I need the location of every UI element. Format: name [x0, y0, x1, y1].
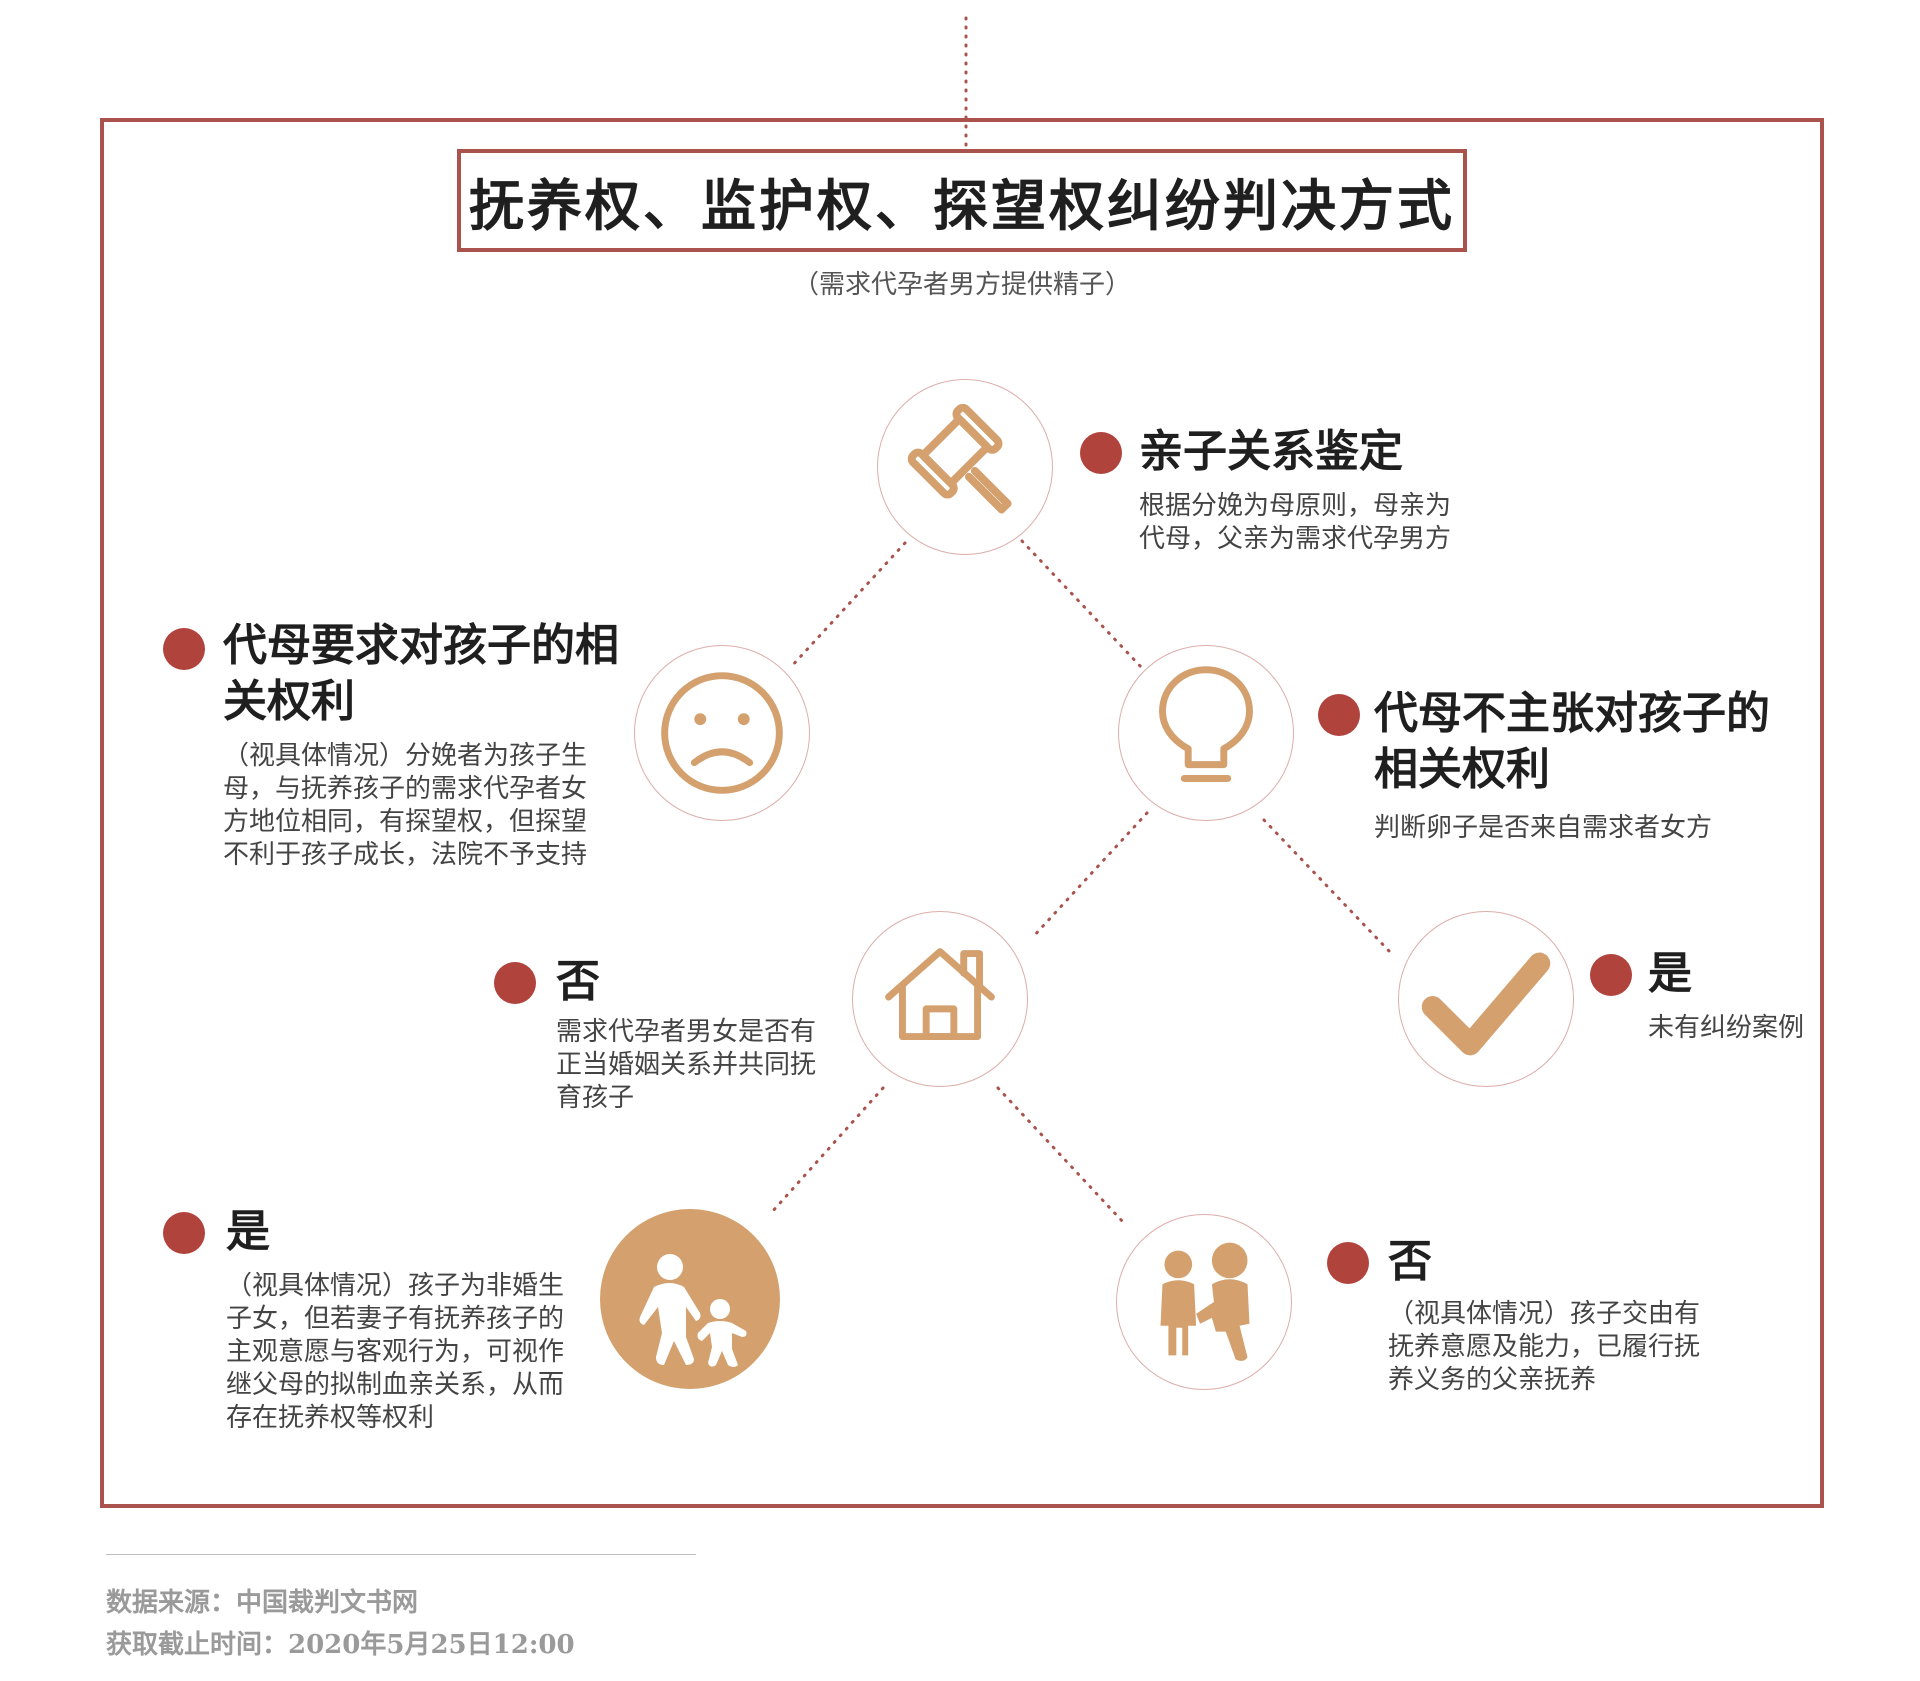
body-paternity: 根据分娩为母原则，母亲为代母，父亲为需求代孕男方 [1139, 491, 1452, 554]
source-divider [106, 1554, 696, 1555]
body-married-no: （视具体情况）孩子交由有抚养意愿及能力，已履行抚养义务的父亲抚养 [1388, 1299, 1701, 1395]
link-house-family [996, 1086, 1125, 1224]
node-surrogate-no-claim [1118, 645, 1294, 821]
subtitle: （需求代孕者男方提供精子） [792, 270, 1131, 300]
body-surrogate-no-claim: 判断卵子是否来自需求者女方 [1374, 813, 1713, 843]
bullet-married-no [1327, 1242, 1369, 1284]
node-paternity [877, 379, 1053, 555]
source-text: 数据来源：中国裁判文书网 [106, 1588, 419, 1618]
link-no-claim-house [1030, 811, 1149, 940]
heading-married-no: 否 [1388, 1236, 1432, 1287]
link-paternity-surrogate-claims [788, 541, 907, 670]
sad-face-icon [661, 672, 783, 794]
checkmark-icon [1421, 952, 1551, 1056]
bullet-paternity [1080, 432, 1122, 474]
parent-child-icon [639, 1254, 747, 1367]
node-egg-yes [1398, 911, 1574, 1087]
body-surrogate-claims: （视具体情况）分娩者为孩子生母，与抚养孩子的需求代孕者女方地位相同，有探望权，但… [223, 741, 588, 870]
link-paternity-no-claim [1020, 539, 1144, 670]
bullet-egg-yes [1590, 954, 1632, 996]
bullet-married-yes [163, 1212, 205, 1254]
heading-surrogate-no-claim: 代母不主张对孩子的相关权利 [1374, 688, 1770, 795]
node-surrogate-claims [634, 645, 810, 821]
heading-egg-yes: 是 [1648, 948, 1692, 999]
body-married-yes: （视具体情况）孩子为非婚生子女，但若妻子有抚养孩子的主观意愿与客观行为，可视作继… [226, 1271, 565, 1433]
link-house-parent-child [770, 1086, 885, 1214]
retrieved-time: 获取截止时间：2020年5月25日12:00 [106, 1630, 575, 1660]
link-no-claim-check [1262, 818, 1392, 954]
house-icon [885, 948, 995, 1041]
page-title: 抚养权、监护权、探望权纠纷判决方式 [468, 172, 1455, 238]
title-box: 抚养权、监护权、探望权纠纷判决方式 [457, 149, 1467, 252]
outer-frame [100, 118, 1824, 1508]
node-egg-no [852, 911, 1028, 1087]
bullet-surrogate-no-claim [1318, 694, 1360, 736]
bullet-egg-no [494, 962, 536, 1004]
gavel-icon [907, 403, 1012, 514]
node-married-yes [600, 1209, 780, 1389]
heading-paternity: 亲子关系鉴定 [1139, 426, 1403, 477]
body-egg-no: 需求代孕者男女是否有正当婚姻关系并共同抚育孩子 [556, 1017, 817, 1113]
bullet-surrogate-claims [163, 628, 205, 670]
lightbulb-icon [1159, 666, 1253, 782]
body-egg-yes: 未有纠纷案例 [1648, 1013, 1805, 1043]
heading-surrogate-claims: 代母要求对孩子的相关权利 [223, 620, 619, 727]
family-icon [1160, 1242, 1250, 1361]
heading-egg-no: 否 [556, 956, 600, 1007]
node-married-no [1116, 1214, 1292, 1390]
heading-married-yes: 是 [226, 1206, 270, 1257]
